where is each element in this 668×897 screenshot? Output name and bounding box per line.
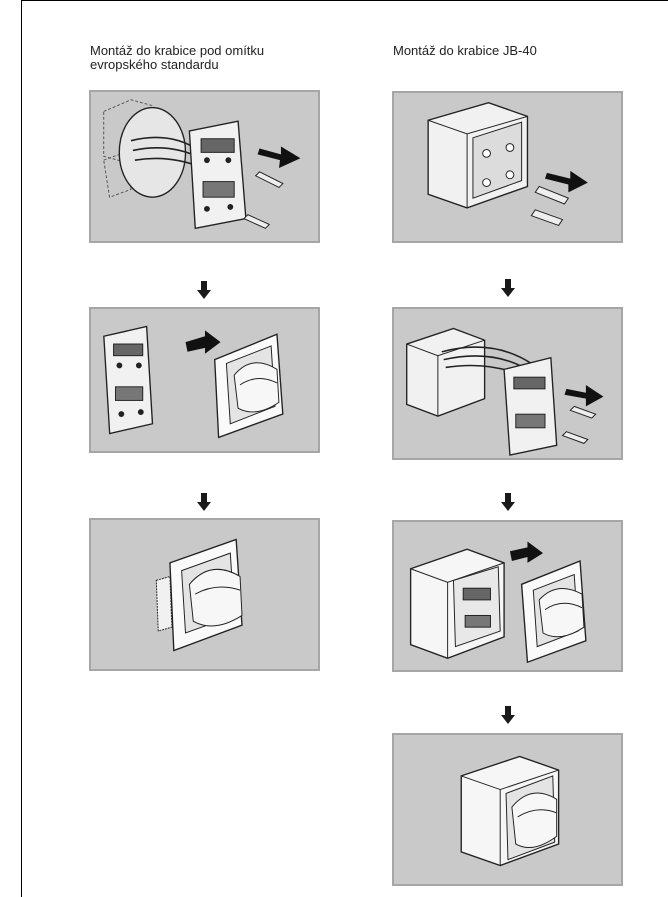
arrow-down-icon: [501, 279, 515, 297]
right-column-title: Montáž do krabice JB-40: [393, 44, 633, 58]
step-illustration-right-2: [392, 307, 623, 460]
jb40-wiring-illustration: [394, 309, 621, 458]
step-illustration-left-1: [89, 90, 320, 243]
arrow-down-icon: [501, 493, 515, 511]
attach-cover-illustration: [91, 309, 318, 451]
jb40-attach-cover-illustration: [394, 522, 621, 670]
arrow-down-icon: [197, 493, 211, 511]
arrow-down-icon: [197, 281, 211, 299]
left-column-title: Montáž do krabice pod omítku evropského …: [90, 44, 330, 72]
jb40-assembled-illustration: [394, 735, 621, 884]
arrow-down-icon: [501, 706, 515, 724]
step-illustration-right-4: [392, 733, 623, 886]
page-border-top: [21, 0, 668, 1]
step-illustration-left-2: [89, 307, 320, 453]
jb40-box-illustration: [394, 93, 621, 241]
left-title-line-2: evropského standardu: [90, 58, 330, 72]
step-illustration-right-3: [392, 520, 623, 672]
left-title-line-1: Montáž do krabice pod omítku: [90, 44, 330, 58]
assembled-sensor-illustration: [91, 520, 318, 669]
wiring-module-illustration: [91, 92, 318, 241]
step-illustration-right-1: [392, 91, 623, 243]
page-border-left: [21, 0, 22, 897]
step-illustration-left-3: [89, 518, 320, 671]
